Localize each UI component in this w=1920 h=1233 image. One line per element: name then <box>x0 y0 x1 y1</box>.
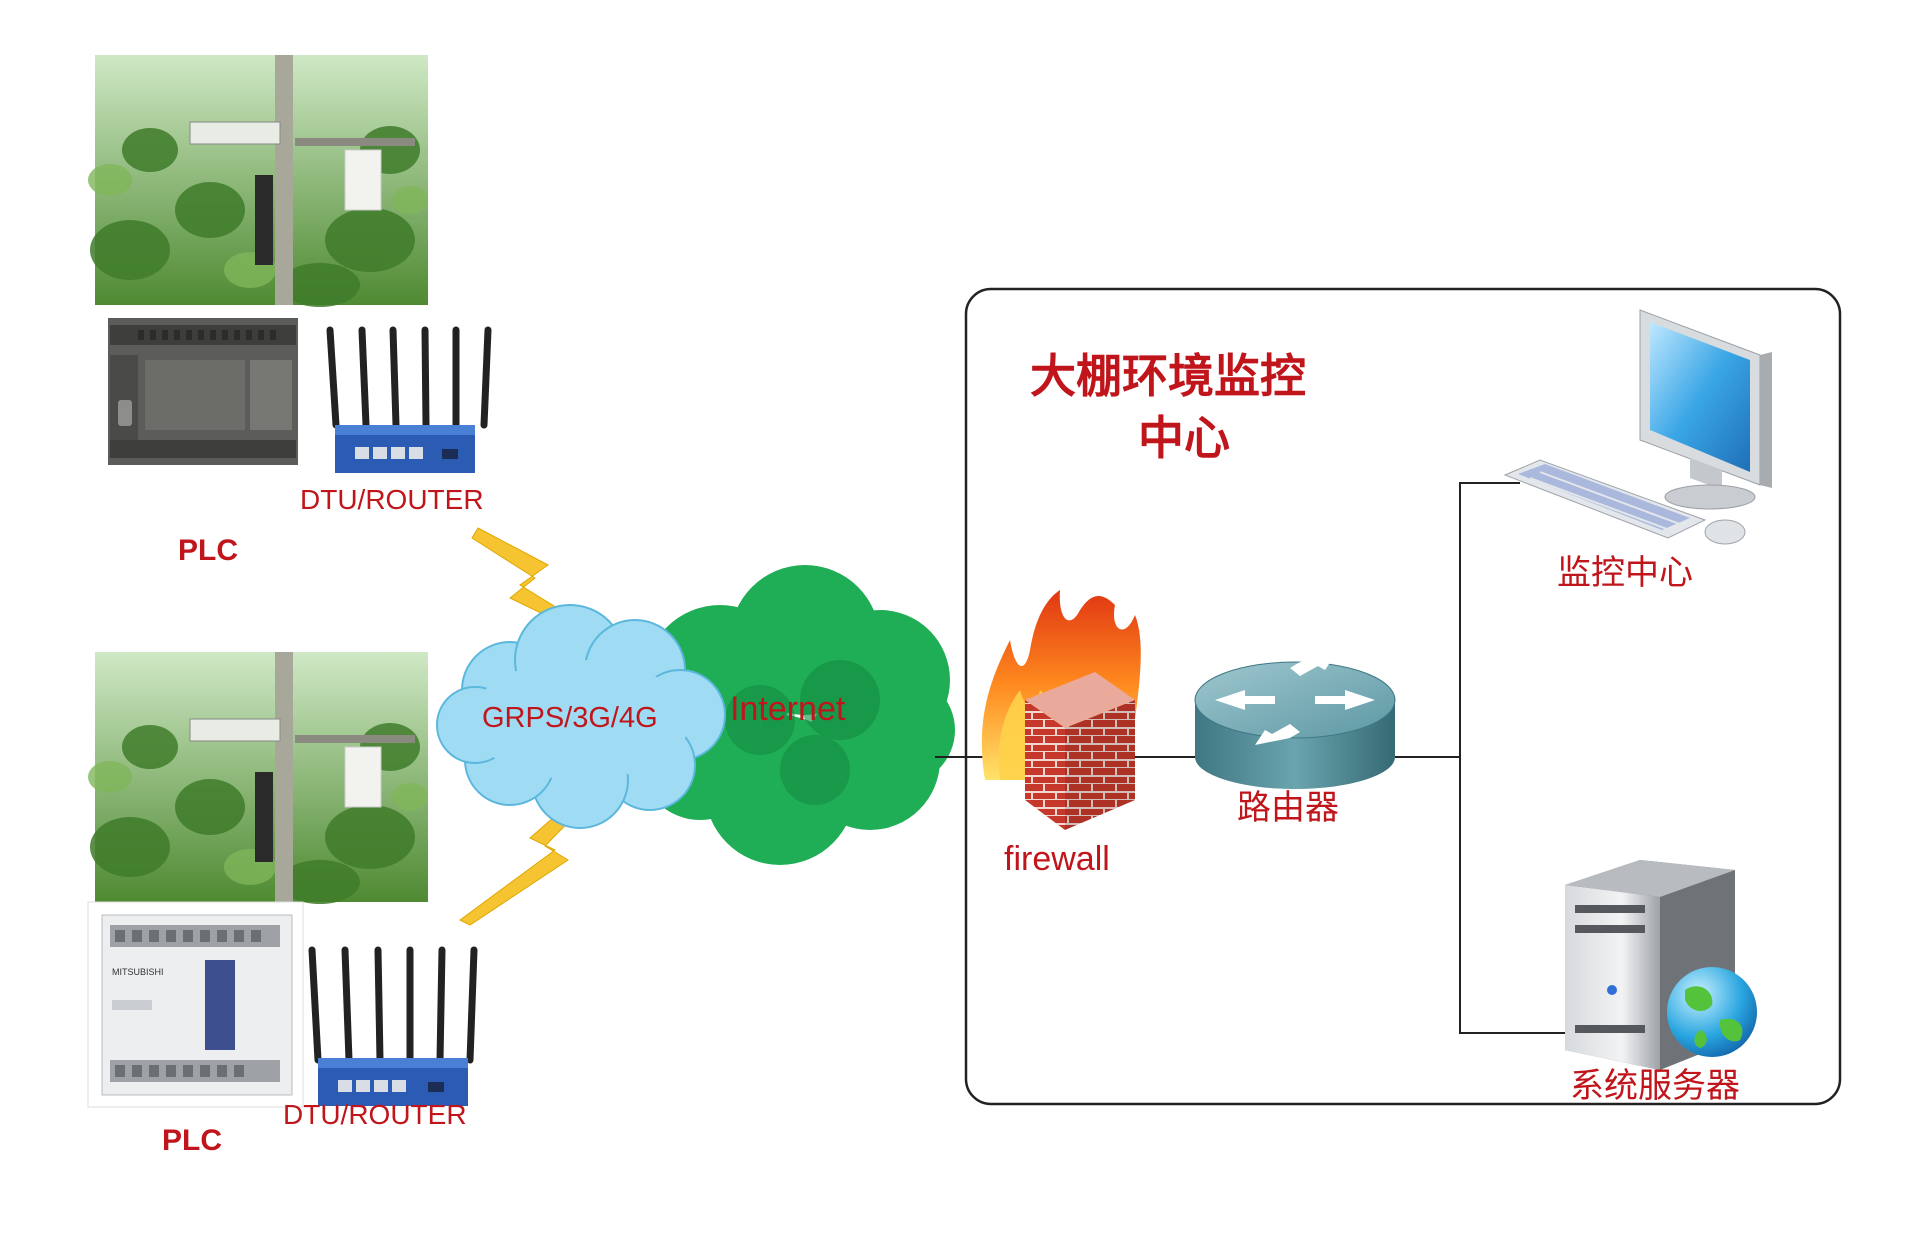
plc-icon <box>108 318 298 465</box>
dtu-router-label: DTU/ROUTER <box>300 484 484 515</box>
dtu-router-label: DTU/ROUTER <box>283 1099 467 1130</box>
monitor-label: 监控中心 <box>1557 553 1693 593</box>
internet-cloud-label: Internet <box>730 690 846 728</box>
dtu-router-icon <box>326 326 492 473</box>
keyboard-icon <box>1503 459 1707 539</box>
router-icon <box>1194 655 1396 789</box>
cloud-icon <box>436 604 726 829</box>
server-label: 系统服务器 <box>1570 1066 1740 1106</box>
firewall-label: firewall <box>1004 840 1110 878</box>
center-title-line2: 中心 <box>1138 411 1230 465</box>
mouse-icon <box>1704 519 1746 545</box>
globe-icon <box>1667 967 1757 1057</box>
monitor-icon <box>1639 309 1772 510</box>
dtu-router-icon <box>308 946 478 1106</box>
wireless-cloud-label: GRPS/3G/4G <box>482 702 658 734</box>
plc-label: PLC <box>178 534 238 567</box>
center-title-line1: 大棚环境监控 <box>1030 349 1306 403</box>
firewall-icon <box>981 590 1141 830</box>
greenhouse-photo <box>88 55 428 307</box>
plc-icon <box>87 901 304 1108</box>
plc-brand: MITSUBISHI <box>112 967 164 977</box>
plc-label: PLC <box>162 1124 222 1157</box>
greenhouse-photo <box>88 652 428 904</box>
monitoring-center-boundary <box>964 287 1842 1106</box>
router-label: 路由器 <box>1237 788 1339 828</box>
